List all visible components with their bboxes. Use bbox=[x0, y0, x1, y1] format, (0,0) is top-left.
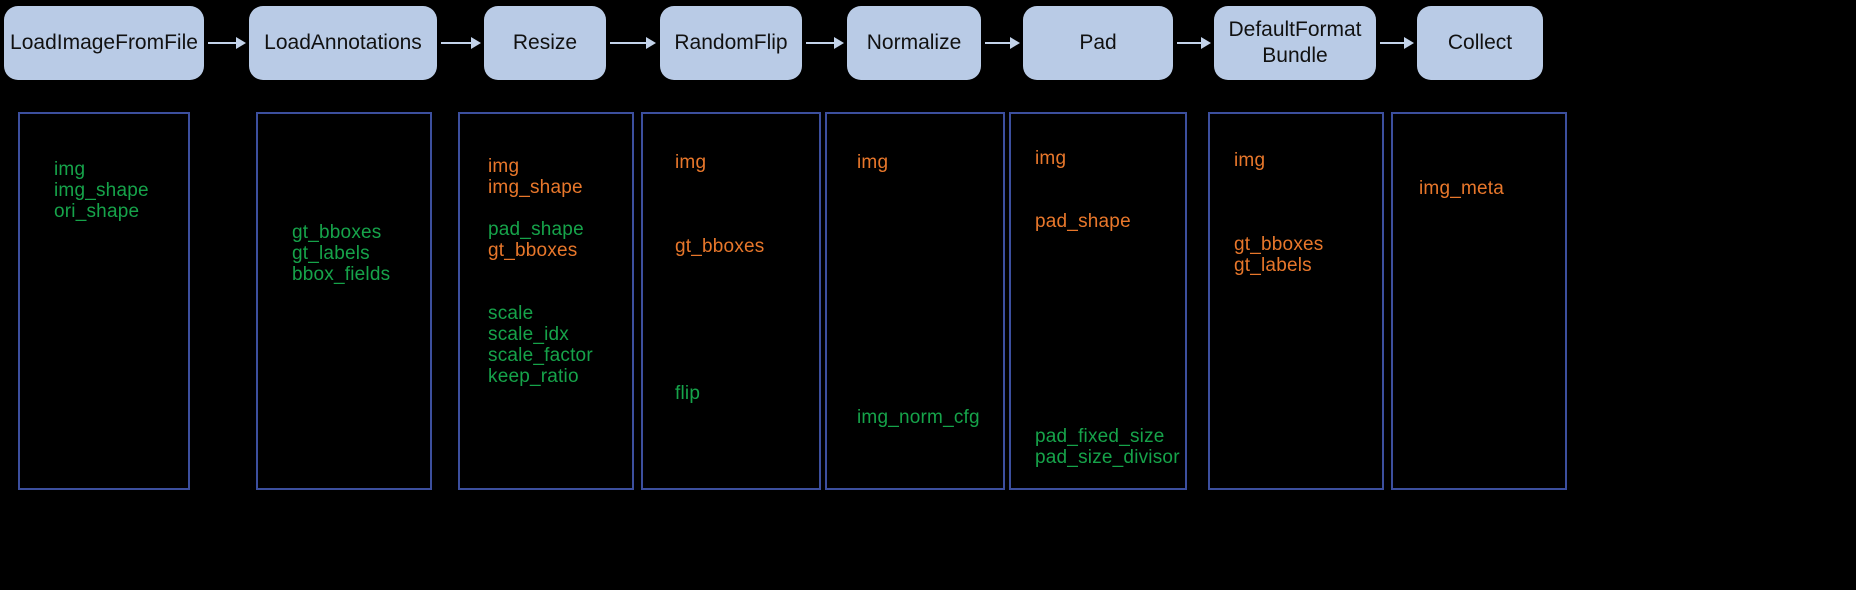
key-name: img_shape bbox=[488, 177, 583, 198]
key-name: pad_size_divisor bbox=[1035, 447, 1180, 468]
key-name: gt_bboxes bbox=[1234, 234, 1324, 255]
stage-box-random-flip[interactable]: RandomFlip bbox=[660, 6, 802, 80]
arrow-shaft bbox=[806, 42, 834, 44]
key-name: gt_bboxes bbox=[292, 222, 382, 243]
stage-label: Normalize bbox=[866, 31, 962, 55]
key-name: img_meta bbox=[1419, 178, 1505, 199]
key-name: scale bbox=[488, 303, 534, 324]
arrow-shaft bbox=[1177, 42, 1201, 44]
stage-box-default-format-bundle[interactable]: DefaultFormat Bundle bbox=[1214, 6, 1376, 80]
key-name: scale_factor bbox=[488, 345, 593, 366]
arrow-head bbox=[1010, 37, 1020, 49]
keys-panel-collect: img_meta bbox=[1391, 112, 1567, 490]
pipeline-arrow-icon bbox=[1380, 37, 1414, 49]
key-name: keep_ratio bbox=[488, 366, 579, 387]
key-name: img_norm_cfg bbox=[857, 407, 980, 428]
arrow-shaft bbox=[985, 42, 1010, 44]
keys-panel-normalize: img img_norm_cfg bbox=[825, 112, 1005, 490]
key-name: img bbox=[1234, 150, 1266, 171]
stage-box-load-image-from-file[interactable]: LoadImageFromFile bbox=[4, 6, 204, 80]
arrow-shaft bbox=[208, 42, 236, 44]
arrow-head bbox=[236, 37, 246, 49]
arrow-shaft bbox=[1380, 42, 1404, 44]
key-name: bbox_fields bbox=[292, 264, 391, 285]
stage-label: Resize bbox=[512, 31, 578, 55]
pipeline-arrow-icon bbox=[1177, 37, 1211, 49]
key-name: img bbox=[488, 156, 520, 177]
stage-label: RandomFlip bbox=[674, 31, 788, 55]
key-name: img bbox=[1035, 148, 1067, 169]
stage-label: Collect bbox=[1447, 31, 1513, 55]
key-name: scale_idx bbox=[488, 324, 570, 345]
pipeline-arrow-icon bbox=[610, 37, 656, 49]
pipeline-arrow-icon bbox=[208, 37, 246, 49]
key-name: gt_bboxes bbox=[675, 236, 765, 257]
arrow-head bbox=[646, 37, 656, 49]
key-name: ori_shape bbox=[54, 201, 140, 222]
stage-label: LoadImageFromFile bbox=[10, 31, 198, 55]
stage-label: LoadAnnotations bbox=[264, 31, 422, 55]
key-name: pad_shape bbox=[1035, 211, 1131, 232]
pipeline-arrow-icon bbox=[985, 37, 1020, 49]
stage-label: Pad bbox=[1079, 31, 1117, 55]
key-name: img_shape bbox=[54, 180, 149, 201]
key-name: gt_bboxes bbox=[488, 240, 578, 261]
arrow-head bbox=[471, 37, 481, 49]
key-name: img bbox=[54, 159, 86, 180]
key-name: gt_labels bbox=[292, 243, 370, 264]
stage-box-load-annotations[interactable]: LoadAnnotations bbox=[249, 6, 437, 80]
key-name: gt_labels bbox=[1234, 255, 1312, 276]
stage-box-collect[interactable]: Collect bbox=[1417, 6, 1543, 80]
stage-box-normalize[interactable]: Normalize bbox=[847, 6, 981, 80]
arrow-head bbox=[834, 37, 844, 49]
stage-box-pad[interactable]: Pad bbox=[1023, 6, 1173, 80]
arrow-head bbox=[1201, 37, 1211, 49]
arrow-shaft bbox=[610, 42, 646, 44]
stage-label: DefaultFormat Bundle bbox=[1228, 18, 1362, 67]
stage-box-resize[interactable]: Resize bbox=[484, 6, 606, 80]
key-name: img bbox=[857, 152, 889, 173]
key-name: pad_fixed_size bbox=[1035, 426, 1165, 447]
arrow-shaft bbox=[441, 42, 471, 44]
pipeline-arrow-icon bbox=[441, 37, 481, 49]
arrow-head bbox=[1404, 37, 1414, 49]
key-name: flip bbox=[675, 383, 701, 404]
key-name: pad_shape bbox=[488, 219, 584, 240]
pipeline-arrow-icon bbox=[806, 37, 844, 49]
key-name: img bbox=[675, 152, 707, 173]
